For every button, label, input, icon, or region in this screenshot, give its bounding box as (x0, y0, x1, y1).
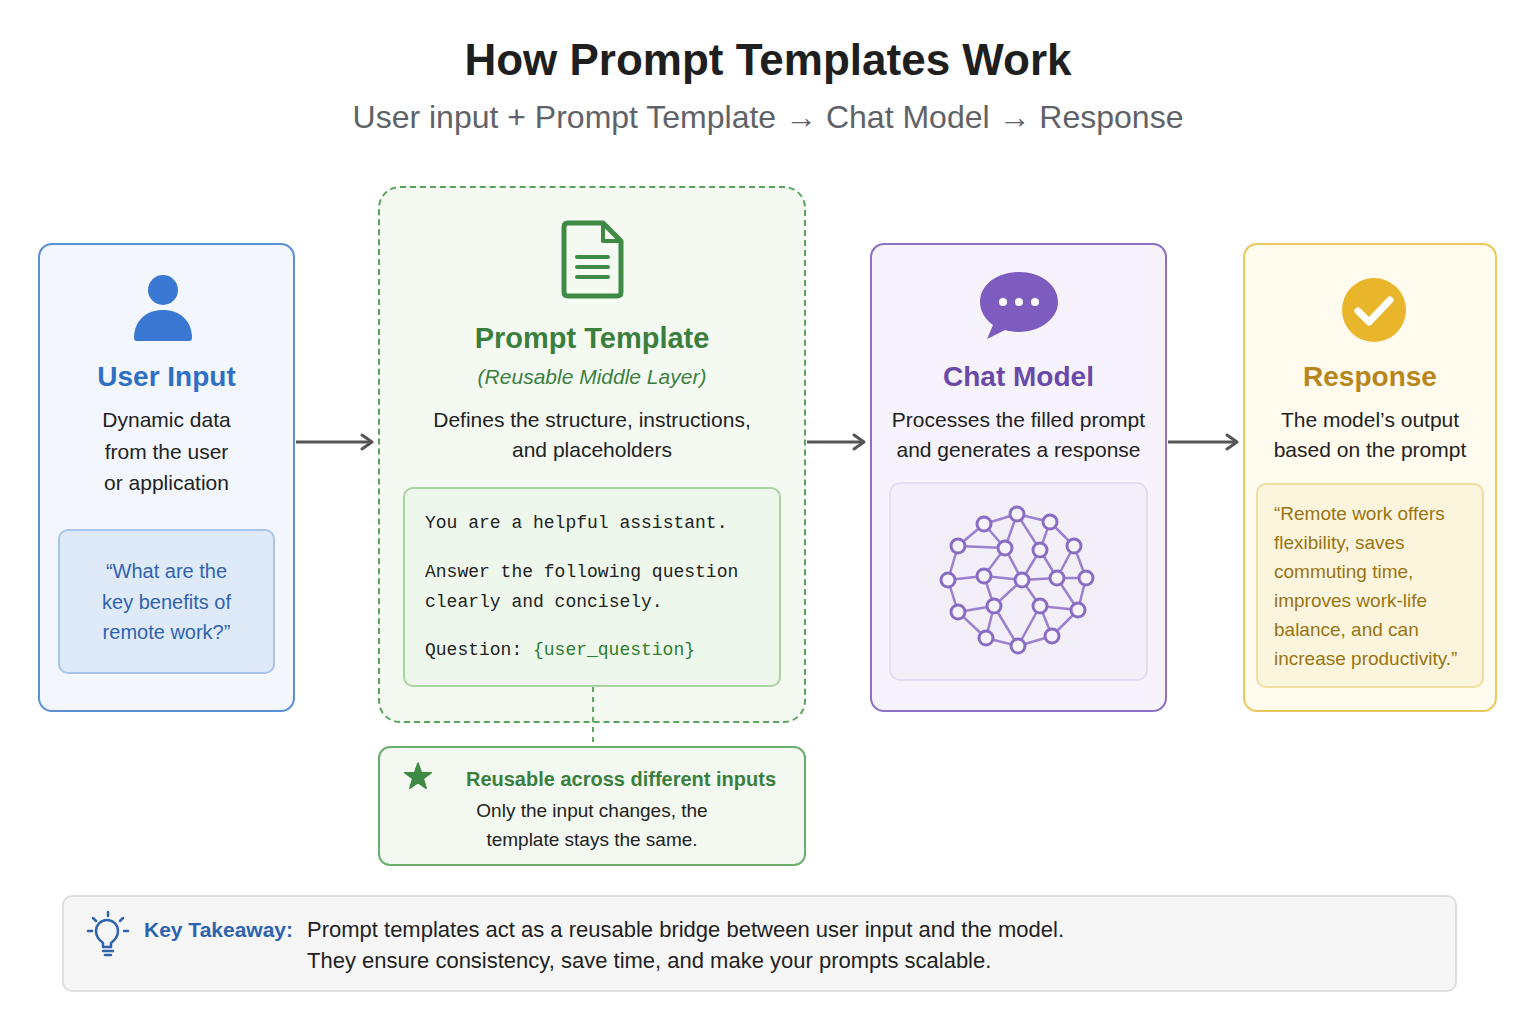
template-code-box: You are a helpful assistant. Answer the f… (403, 487, 781, 687)
lightbulb-rays (88, 912, 128, 931)
takeaway-text: Prompt templates act as a reusable bridg… (307, 914, 1082, 976)
document-icon (577, 257, 608, 277)
document-icon (564, 223, 621, 296)
check-icon (1342, 278, 1406, 342)
placeholder: {user_question} (533, 635, 753, 665)
box-description: Dynamic data from the user or applicatio… (97, 404, 237, 499)
input-box: User InputDynamic data from the user or … (38, 243, 295, 712)
code-line: Question: (425, 635, 535, 665)
example-input-box: “What are the key benefits of remote wor… (58, 529, 275, 674)
flow-arrow (807, 441, 864, 444)
diagram-subtitle: User input + Prompt Template → Chat Mode… (0, 97, 1536, 137)
person-icon (148, 275, 178, 305)
takeaway-label: Key Takeaway: (144, 914, 304, 945)
box-heading: Prompt Template (382, 320, 802, 356)
example-answer: “Remote work offers flexibility, saves c… (1274, 499, 1479, 673)
document-icon (603, 223, 621, 241)
person-icon (134, 310, 192, 341)
box-description: Defines the structure, instructions, and… (424, 405, 760, 465)
takeaway-box: Key Takeaway:Prompt templates act as a r… (62, 895, 1457, 992)
diagram-title: How Prompt Templates Work (0, 33, 1536, 87)
flow-arrow (1168, 441, 1237, 444)
box-description: The model’s output based on the prompt (1265, 405, 1475, 465)
code-line: You are a helpful assistant. (425, 508, 763, 538)
box-heading: Chat Model (874, 360, 1164, 394)
model-box: Chat ModelProcesses the filled prompt an… (870, 243, 1167, 712)
note-heading: Reusable across different inputs (438, 766, 804, 792)
chat-icon-dot (999, 298, 1007, 306)
network-nodes (941, 507, 1093, 653)
template-box: Prompt Template (Reusable Middle Layer) De… (378, 186, 806, 723)
flow-arrow (296, 441, 372, 444)
box-heading: Response (1245, 360, 1495, 394)
note-body: Only the input changes, the template sta… (442, 796, 742, 854)
box-heading: User Input (40, 360, 293, 394)
star-icon (405, 763, 432, 788)
example-response-box: “Remote work offers flexibility, saves c… (1256, 483, 1484, 688)
network-links (948, 514, 1086, 646)
note-box: Reusable across different inputsOnly the… (378, 746, 806, 866)
dashed-connector (592, 687, 594, 746)
lightbulb-icon (96, 920, 118, 955)
response-box: ResponseThe model’s output based on the … (1243, 243, 1497, 712)
check-icon (1358, 300, 1390, 322)
box-subheading: (Reusable Middle Layer) (382, 363, 802, 391)
box-description: Processes the filled prompt and generate… (884, 405, 1154, 465)
network-panel (890, 483, 1147, 680)
chat-icon-dot (1015, 298, 1023, 306)
chat-icon-dot (1031, 298, 1039, 306)
chat-icon (980, 272, 1058, 339)
example-question: “What are the key benefits of remote wor… (92, 556, 242, 648)
code-line: Answer the following question clearly an… (425, 557, 763, 617)
